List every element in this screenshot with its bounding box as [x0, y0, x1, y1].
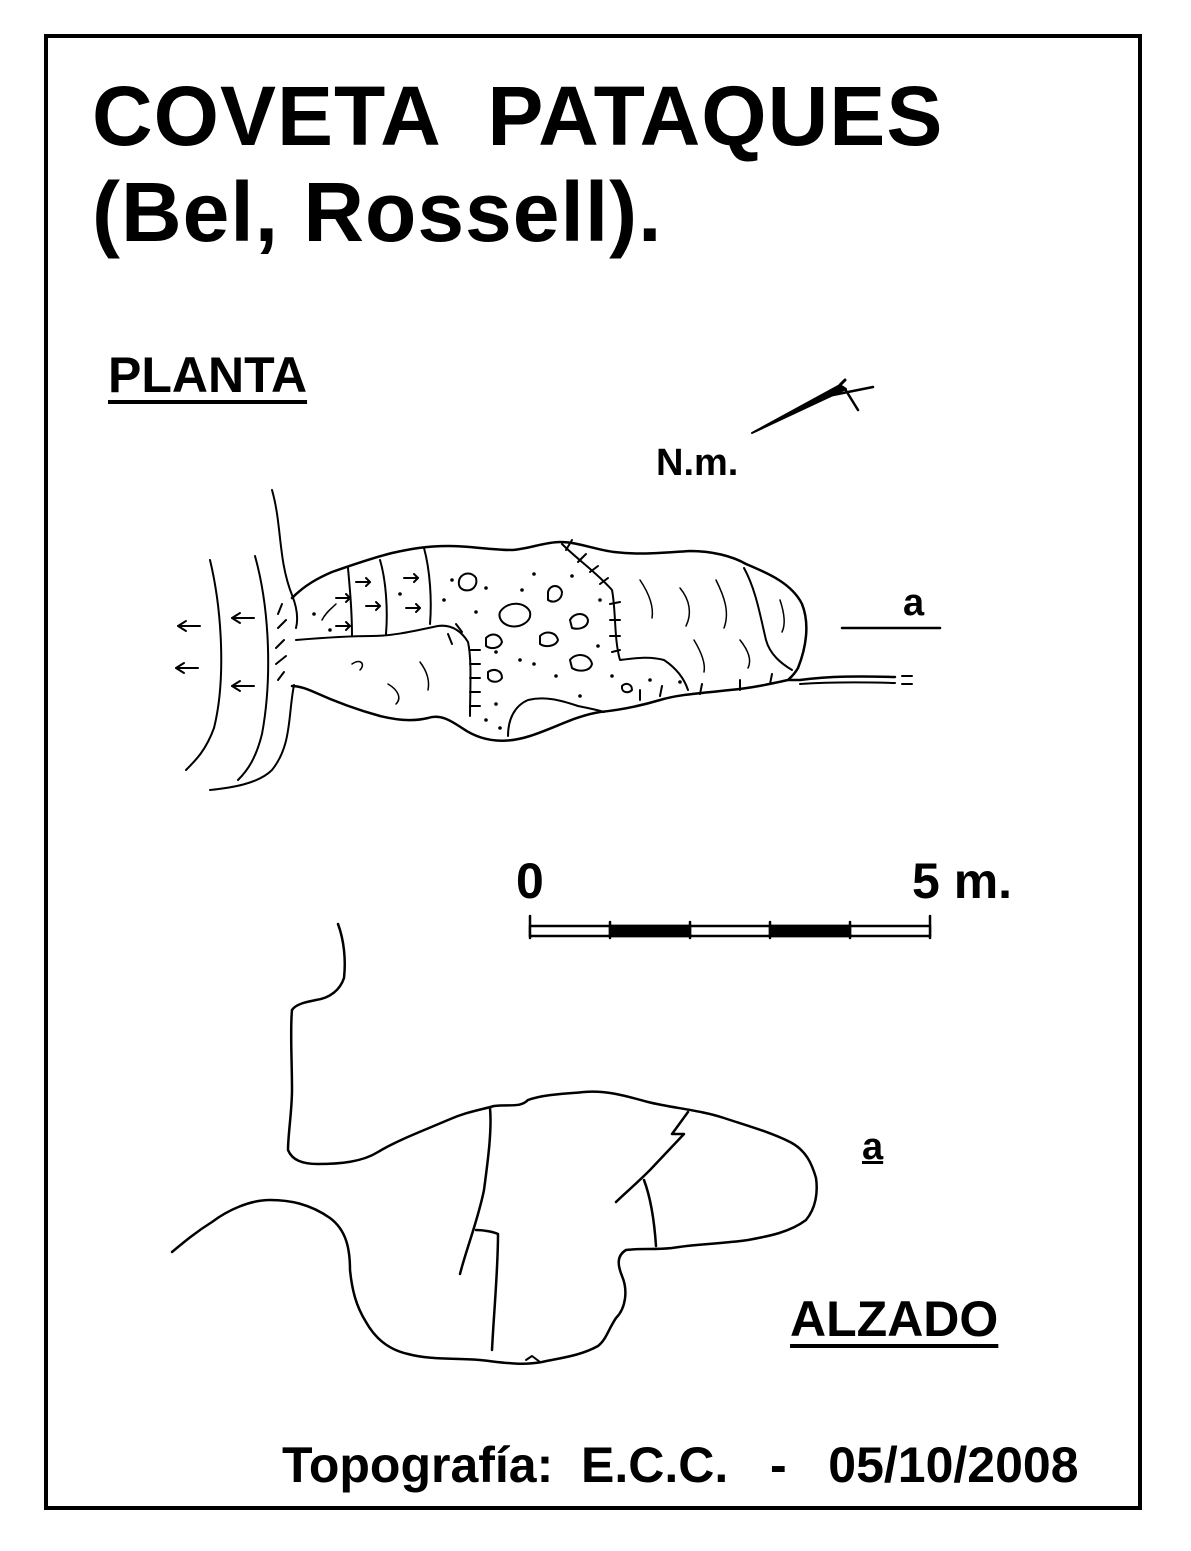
survey-credit: Topografía: E.C.C. - 05/10/2008: [282, 1437, 1079, 1493]
map-title: COVETA PATAQUES (Bel, Rossell).: [92, 68, 943, 260]
elevation-profile: [170, 922, 818, 1365]
elevation-section-marker: a: [862, 1126, 884, 1168]
north-label: N.m.: [656, 442, 739, 484]
elevation-label: ALZADO: [790, 1291, 999, 1347]
scale-start-label: 0: [516, 853, 544, 909]
plan-internal-lines: [295, 543, 793, 737]
plan-boulders: [457, 572, 633, 694]
slope-hachures: [275, 539, 773, 707]
plan-dots: [312, 572, 682, 730]
scale-end-label: 5 m.: [912, 853, 1013, 909]
flow-arrows: [175, 612, 255, 692]
plan-cave-outline: [290, 540, 897, 742]
slope-arrows: [335, 573, 421, 631]
plan-section-marker: a: [903, 582, 925, 624]
scale-bar: [528, 914, 932, 940]
map-frame: [44, 34, 1142, 1510]
title-line-1: COVETA PATAQUES: [92, 69, 944, 163]
plan-texture: [321, 579, 785, 705]
cliff-face: [185, 489, 299, 791]
north-arrow-icon: [751, 378, 875, 434]
plan-label: PLANTA: [108, 347, 308, 403]
title-line-2: (Bel, Rossell).: [92, 165, 663, 259]
